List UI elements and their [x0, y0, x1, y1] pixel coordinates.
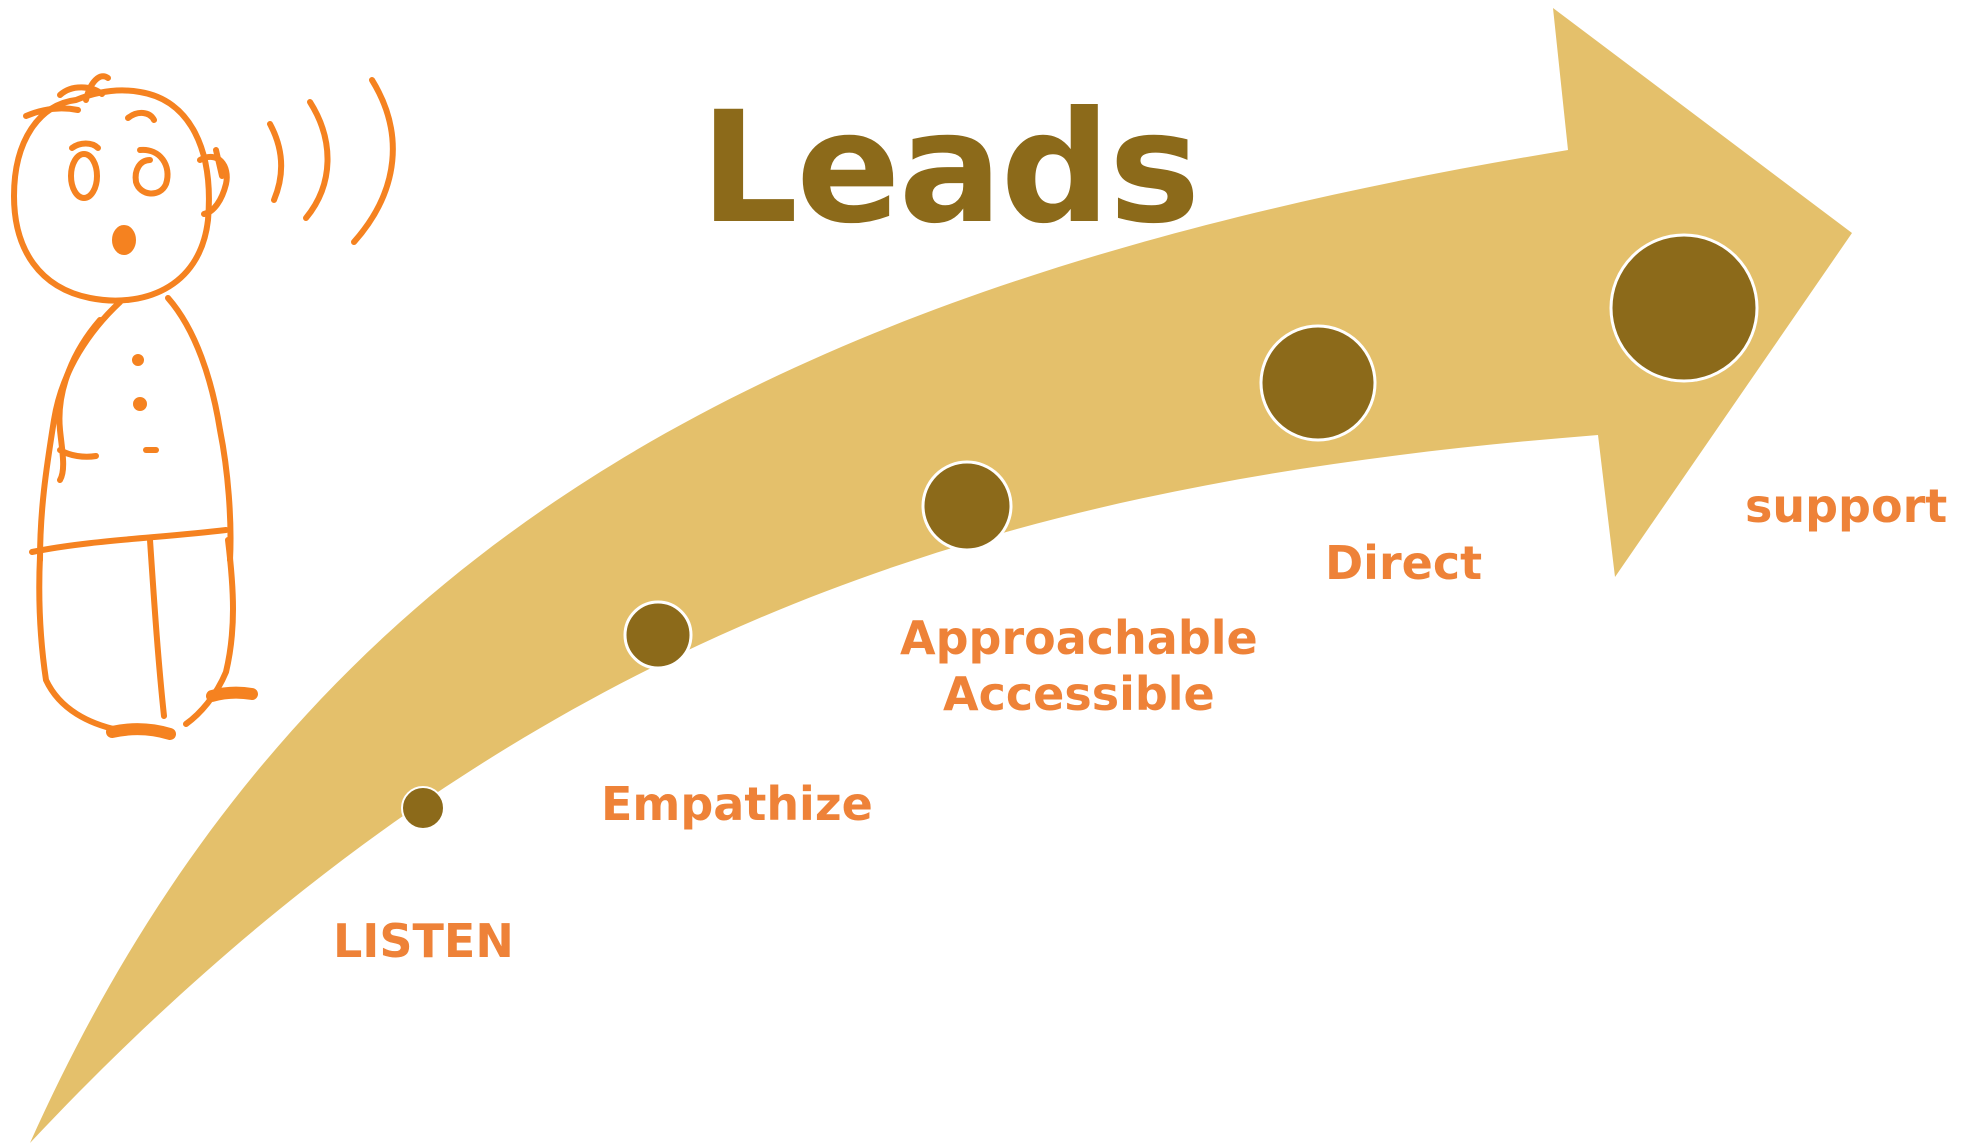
step-dot-listen	[401, 786, 445, 830]
step-label-support: support	[1745, 479, 1948, 533]
step-label-approachable-accessible: Approachable Accessible	[900, 610, 1258, 722]
step-label-empathize: Empathize	[601, 777, 873, 831]
step-label-accessible: Accessible	[942, 667, 1215, 721]
step-dot-empathize	[623, 600, 693, 670]
listening-person-icon	[11, 73, 396, 740]
step-dot-approachable	[921, 460, 1013, 552]
step-label-approachable: Approachable	[900, 611, 1258, 665]
step-dot-direct	[1259, 324, 1377, 442]
step-dot-support	[1609, 233, 1759, 383]
step-label-listen: LISTEN	[333, 914, 514, 968]
growth-arrow	[30, 8, 1852, 1143]
step-label-direct: Direct	[1325, 536, 1483, 590]
diagram-title: Leads	[700, 79, 1200, 258]
